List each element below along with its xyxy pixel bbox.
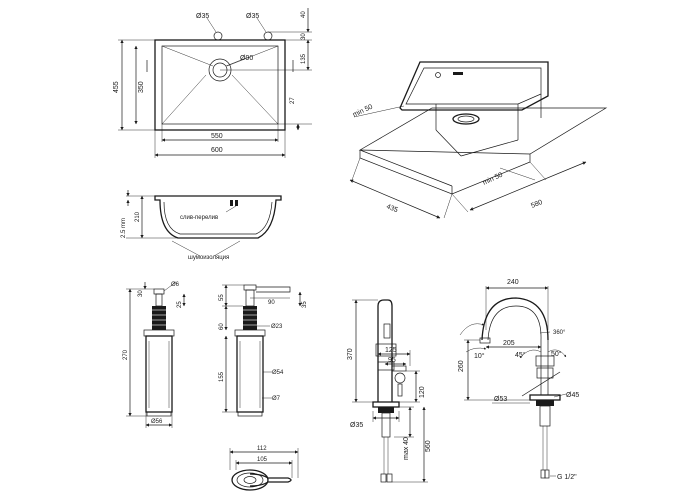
dim-435: 435: [385, 203, 399, 214]
dim-faucet-240: 240: [507, 279, 519, 286]
faucet-side-column: [377, 299, 393, 402]
dim-hole-right: Ø35: [246, 13, 259, 20]
dispenser-bottle: [145, 335, 173, 413]
dim-disp-30: 30: [138, 290, 144, 297]
dim-ring-105: 105: [257, 457, 268, 463]
dim-faucet-d53: Ø53: [494, 396, 507, 403]
dim-disp-25: 25: [177, 301, 183, 308]
dim-side-155: 155: [219, 371, 225, 382]
dim-faucet-d45: Ø45: [566, 392, 579, 399]
dim-faucet-260: 260: [458, 360, 465, 372]
sink-top-view: Ø35 Ø35 Ø90 455 350 40 30 135 27 550 600: [113, 8, 312, 158]
dim-faucet-45deg: 45°: [515, 351, 526, 359]
dispenser-spout: [256, 286, 291, 293]
faucet-hole-left: [213, 31, 223, 41]
dim-550: 550: [211, 133, 223, 140]
faucet-hole-right: [263, 31, 273, 41]
dim-350: 350: [138, 81, 145, 93]
dim-faucet-560: 560: [425, 440, 432, 452]
dim-580: 580: [530, 199, 544, 210]
dim-side-d23: Ø23: [271, 324, 283, 330]
faucet-side-base: [372, 401, 400, 408]
faucet-hole-iso: [435, 72, 441, 78]
dim-27: 27: [290, 97, 296, 104]
dispenser-front-view: 30 Ø6 25 270 Ø56: [123, 281, 186, 428]
dim-drain: Ø90: [240, 55, 253, 62]
dim-600: 600: [211, 147, 223, 154]
sink-installation-view: min 50 min 50 435 580: [349, 61, 608, 219]
faucet-front-view: 240 360° 205 10° 45° 50° 260 Ø53 Ø45 G 1…: [458, 279, 579, 481]
dim-ring-112: 112: [257, 446, 267, 452]
dim-faucet-10deg: 10°: [474, 352, 485, 360]
dim-faucet-max40: max 40: [403, 437, 410, 460]
sink-bowl-outline: [161, 45, 279, 125]
drain-iso: [452, 113, 480, 125]
dim-40: 40: [301, 11, 307, 18]
dim-hole-left: Ø35: [196, 13, 209, 20]
dim-side-d54: Ø54: [272, 370, 284, 376]
dim-side-d7: Ø7: [272, 396, 281, 402]
dim-line-580: [469, 161, 587, 211]
dim-faucet-thread: G 1/2": [557, 474, 577, 481]
countertop-top-face: [358, 107, 608, 155]
label-noise-insulation: шумоизоляция: [188, 255, 229, 261]
dim-faucet-50deg: 50°: [551, 350, 562, 358]
dispenser-ring-view: 112 105: [229, 446, 299, 491]
dispenser-side-thread: [243, 306, 257, 330]
sink-section-outline: [154, 195, 282, 239]
dim-disp-d6: Ø6: [171, 282, 180, 288]
dim-30: 30: [301, 33, 307, 40]
dim-faucet-120: 120: [419, 386, 426, 398]
dim-line-435: [349, 179, 441, 219]
dispenser-ring-outer: [231, 469, 269, 491]
dim-455: 455: [113, 81, 120, 93]
dispenser-side-view: 55 90 35 60 Ø23 155 Ø54 Ø7: [219, 284, 308, 417]
sink-rim: [399, 61, 549, 111]
dim-faucet-95: 95: [388, 357, 396, 364]
dim-faucet-125: 125: [385, 347, 397, 354]
dim-faucet-370: 370: [347, 348, 354, 360]
dim-min50-right: min 50: [482, 172, 504, 187]
dim-side-90: 90: [268, 300, 275, 306]
dim-2-5mm: 2.5 mm: [121, 218, 127, 238]
dispenser-thread: [152, 306, 166, 330]
dim-side-60: 60: [219, 323, 225, 330]
label-overflow: слив-перелив: [180, 215, 218, 221]
dim-side-35: 35: [302, 301, 308, 308]
dim-210: 210: [135, 211, 141, 222]
dim-disp-270: 270: [123, 349, 129, 360]
faucet-front-base: [529, 394, 561, 401]
faucet-lever-knob: [394, 372, 406, 384]
sink-outline: [154, 39, 286, 131]
dim-faucet-360deg: 360°: [553, 330, 566, 336]
dim-faucet-d35: Ø35: [350, 422, 363, 429]
sink-section-view: слив-перелив шумоизоляция 210 2.5 mm: [121, 190, 282, 261]
dim-side-55: 55: [219, 294, 225, 301]
dim-135: 135: [301, 53, 307, 64]
faucet-side-view: 370 125 95 120 Ø35 max 40 560: [347, 299, 432, 483]
dim-faucet-205: 205: [503, 340, 515, 347]
dim-disp-d56: Ø56: [151, 419, 163, 425]
dim-min50-left: min 50: [352, 104, 374, 119]
